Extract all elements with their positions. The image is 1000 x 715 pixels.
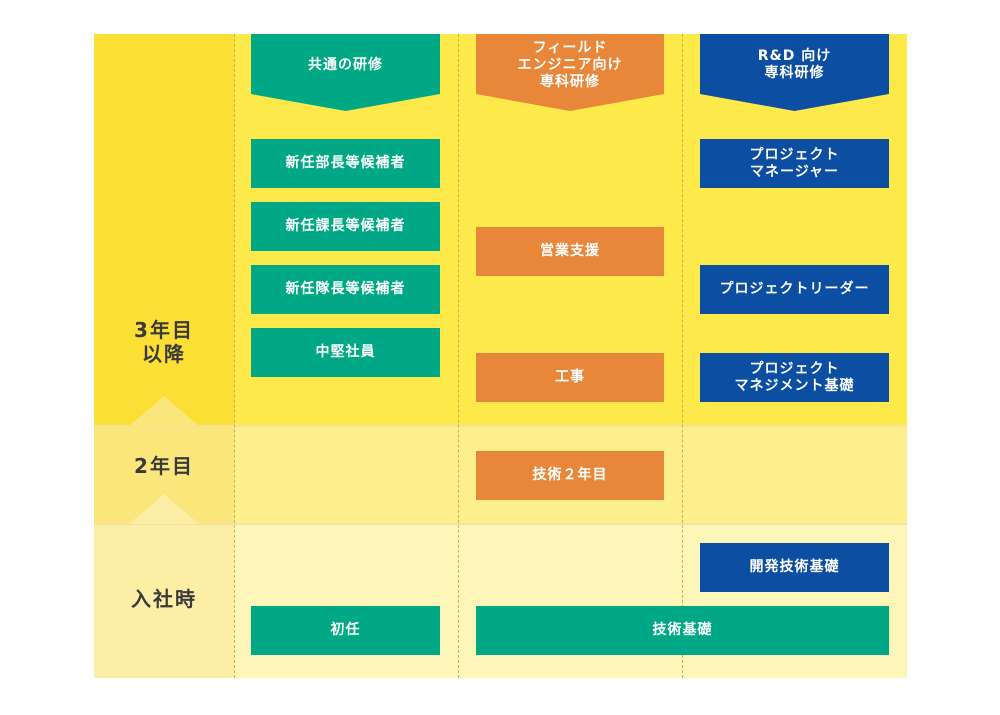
- program-box-field: 技術２年目: [476, 451, 664, 500]
- stage-column-senior: [94, 34, 234, 426]
- stage-arrow-up-icon: [129, 396, 199, 426]
- program-box-field: 営業支援: [476, 227, 664, 276]
- program-box-common: 新任部長等候補者: [251, 139, 440, 188]
- program-box-rd: プロジェクト マネージャー: [700, 139, 889, 188]
- program-box-common: 新任隊長等候補者: [251, 265, 440, 314]
- program-box-rd: プロジェクトリーダー: [700, 265, 889, 314]
- column-divider: [682, 34, 683, 678]
- column-divider: [234, 34, 235, 678]
- stage-column-entry: [94, 524, 234, 678]
- separator-second-year: [94, 523, 907, 525]
- stage-label-entry: 入社時: [131, 587, 197, 611]
- column-header-field: フィールド エンジニア向け 専科研修: [476, 34, 664, 111]
- program-box-shared: 技術基礎: [476, 606, 889, 655]
- separator-senior: [94, 425, 907, 427]
- stage-label-senior: 3年目 以降: [134, 318, 194, 366]
- program-box-rd: プロジェクト マネジメント基礎: [700, 353, 889, 402]
- program-box-rd: 開発技術基礎: [700, 543, 889, 592]
- program-box-field: 工事: [476, 353, 664, 402]
- column-divider: [458, 34, 459, 678]
- stage-arrow-up-icon: [129, 494, 199, 524]
- stage-label-second-year: 2年目: [134, 454, 194, 478]
- program-box-common: 中堅社員: [251, 328, 440, 377]
- column-header-rd: R&D 向け 専科研修: [700, 34, 889, 111]
- program-box-common: 初任: [251, 606, 440, 655]
- program-box-common: 新任課長等候補者: [251, 202, 440, 251]
- column-header-common: 共通の研修: [251, 34, 440, 111]
